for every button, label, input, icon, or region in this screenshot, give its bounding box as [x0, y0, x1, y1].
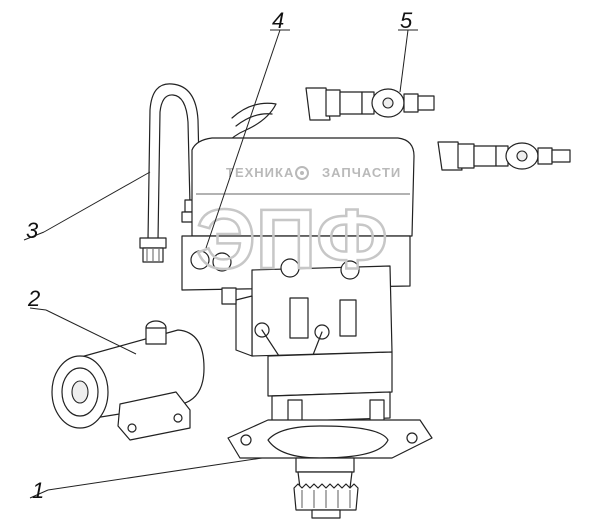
watermark: ТЕХНИКА ЗАПЧАСТИ ЭПФ	[195, 165, 401, 287]
callout-3: 3	[26, 218, 39, 243]
callout-1: 1	[32, 478, 44, 503]
watermark-right-text: ЗАПЧАСТИ	[322, 165, 401, 180]
fitting-lower	[437, 141, 571, 171]
watermark-left-text: ТЕХНИКА	[226, 165, 294, 180]
mounting-flange	[227, 391, 433, 519]
watermark-logo-text: ЭПФ	[196, 192, 388, 286]
gear-icon	[295, 166, 309, 180]
callout-4: 4	[272, 8, 284, 33]
coil-assembly	[254, 297, 393, 397]
callout-2: 2	[27, 286, 40, 311]
cylinder-motor	[51, 320, 205, 441]
fitting-upper	[305, 87, 435, 121]
callout-5: 5	[400, 8, 413, 33]
leader-lines	[23, 29, 418, 499]
valve-body	[181, 137, 415, 357]
